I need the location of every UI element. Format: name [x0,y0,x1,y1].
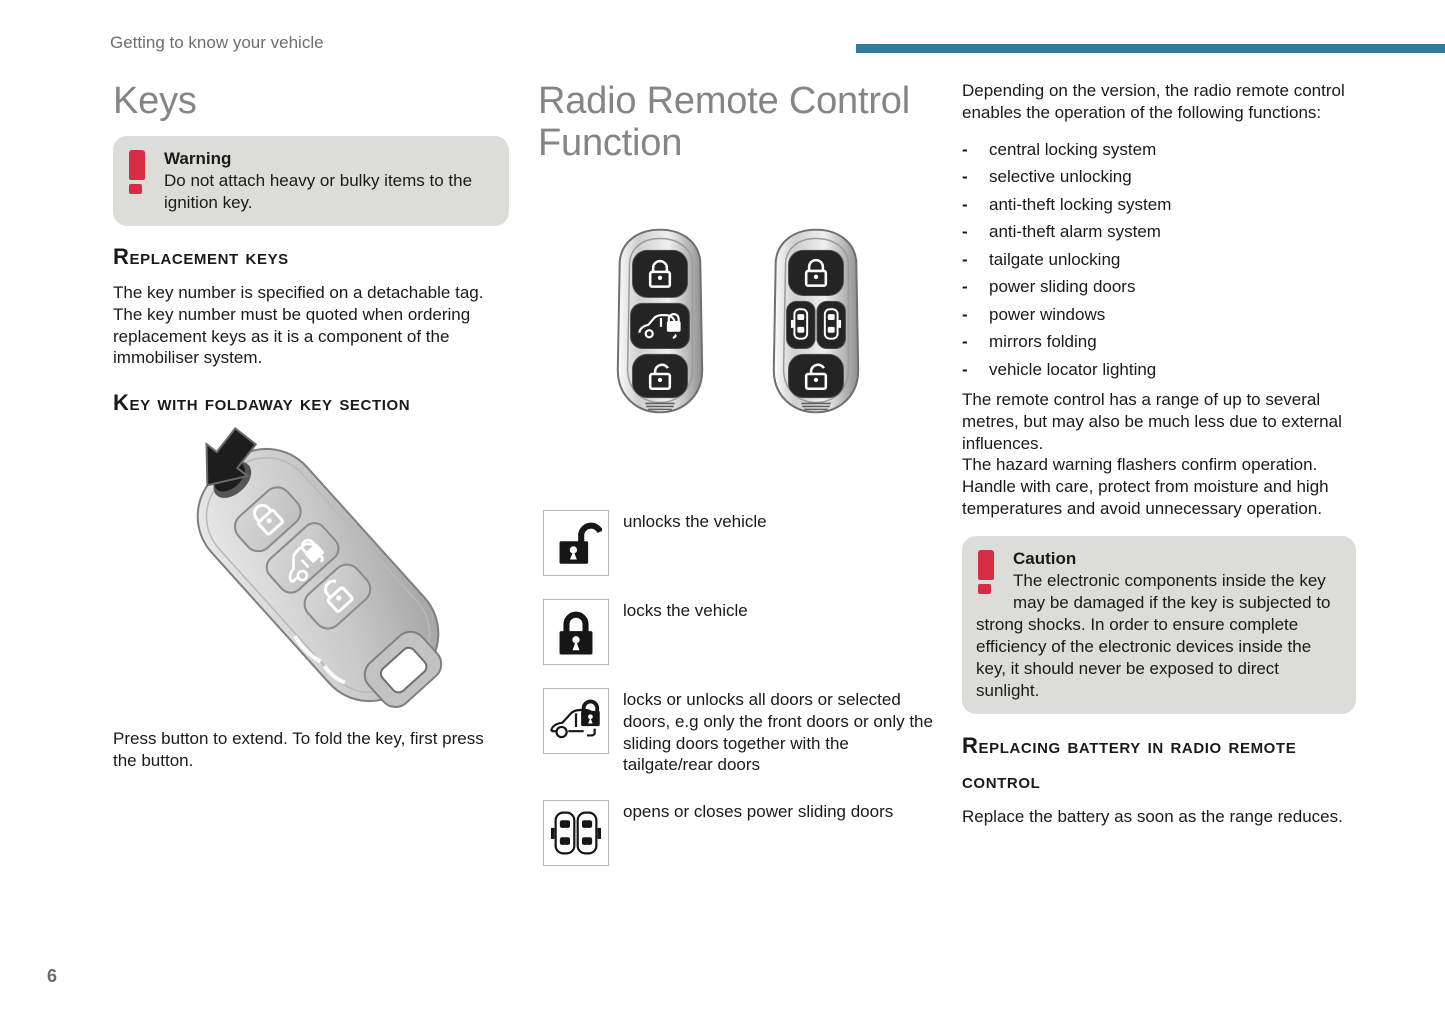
function-list-item: vehicle locator lighting [962,356,1356,384]
warning-box: Warning Do not attach heavy or bulky ite… [113,136,509,226]
caution-text: The electronic components inside the key… [976,570,1331,700]
foldaway-key-caption: Press button to extend. To fold the key,… [113,729,484,770]
replacing-battery-heading: Replacing battery in radio remote contro… [962,732,1297,793]
replacement-keys-body: The key number is specified on a detacha… [113,283,484,368]
legend-text: unlocks the vehicle [623,512,767,531]
legend-row-sliding-doors: opens or closes power sliding doors [543,800,938,867]
foldaway-key-heading: Key with foldaway key section [113,390,411,416]
middle-column: Radio Remote Control Function [538,80,938,889]
warning-text: Do not attach heavy or bulky items to th… [164,171,473,212]
function-list-item: tailgate unlocking [962,246,1356,274]
legend-text: locks or unlocks all doors or selected d… [623,690,933,775]
legend-row-unlock: unlocks the vehicle [543,510,938,576]
function-list-item: central locking system [962,136,1356,164]
legend-text: opens or closes power sliding doors [623,802,894,822]
right-column: Depending on the version, the radio remo… [962,80,1356,828]
legend-row-car-lock: locks or unlocks all doors or selected d… [543,688,938,776]
caution-title: Caution [1013,548,1077,568]
remote-fobs-illustration [538,226,938,416]
range-paragraph: Handle with care, protect from moisture … [962,477,1329,519]
functions-intro: Depending on the version, the radio remo… [962,81,1345,122]
lock-icon [543,599,609,665]
range-paragraph: The remote control has a range of up to … [962,390,1342,453]
function-list-item: selective unlocking [962,163,1356,191]
page-number: 6 [47,966,58,986]
warning-title: Warning [164,149,232,168]
function-list-item: anti-theft locking system [962,191,1356,219]
radio-remote-title: Radio Remote Control Function [538,80,910,164]
caution-exclamation-icon [978,549,994,596]
legend-row-lock: locks the vehicle [543,599,938,665]
press-arrow-icon [205,427,258,487]
function-list-item: anti-theft alarm system [962,218,1356,246]
remote-fob-sliding-doors-illustration [772,228,860,414]
section-breadcrumb: Getting to know your vehicle [110,33,324,52]
caution-box: Caution The electronic components inside… [962,535,1356,714]
replacing-battery-body: Replace the battery as soon as the range… [962,806,1343,826]
accent-bar [856,44,1445,53]
warning-exclamation-icon [129,150,145,196]
foldaway-key-illustration [196,427,443,709]
function-list-item: power sliding doors [962,273,1356,301]
range-paragraph: The hazard warning flashers confirm oper… [962,455,1318,475]
replacement-keys-heading: Replacement keys [113,244,289,269]
left-column: Keys Warning Do not attach heavy or bulk… [113,80,509,772]
legend-text: locks the vehicle [623,601,748,620]
remote-fob-3-button-illustration [616,228,704,414]
range-paragraphs: The remote control has a range of up to … [962,389,1356,520]
unlock-icon [543,510,609,576]
sliding-doors-icon [543,800,609,867]
functions-list: central locking system selective unlocki… [962,136,1356,384]
keys-title: Keys [113,80,197,122]
function-list-item: mirrors folding [962,328,1356,356]
car-lock-icon [543,688,609,754]
function-list-item: power windows [962,301,1356,329]
